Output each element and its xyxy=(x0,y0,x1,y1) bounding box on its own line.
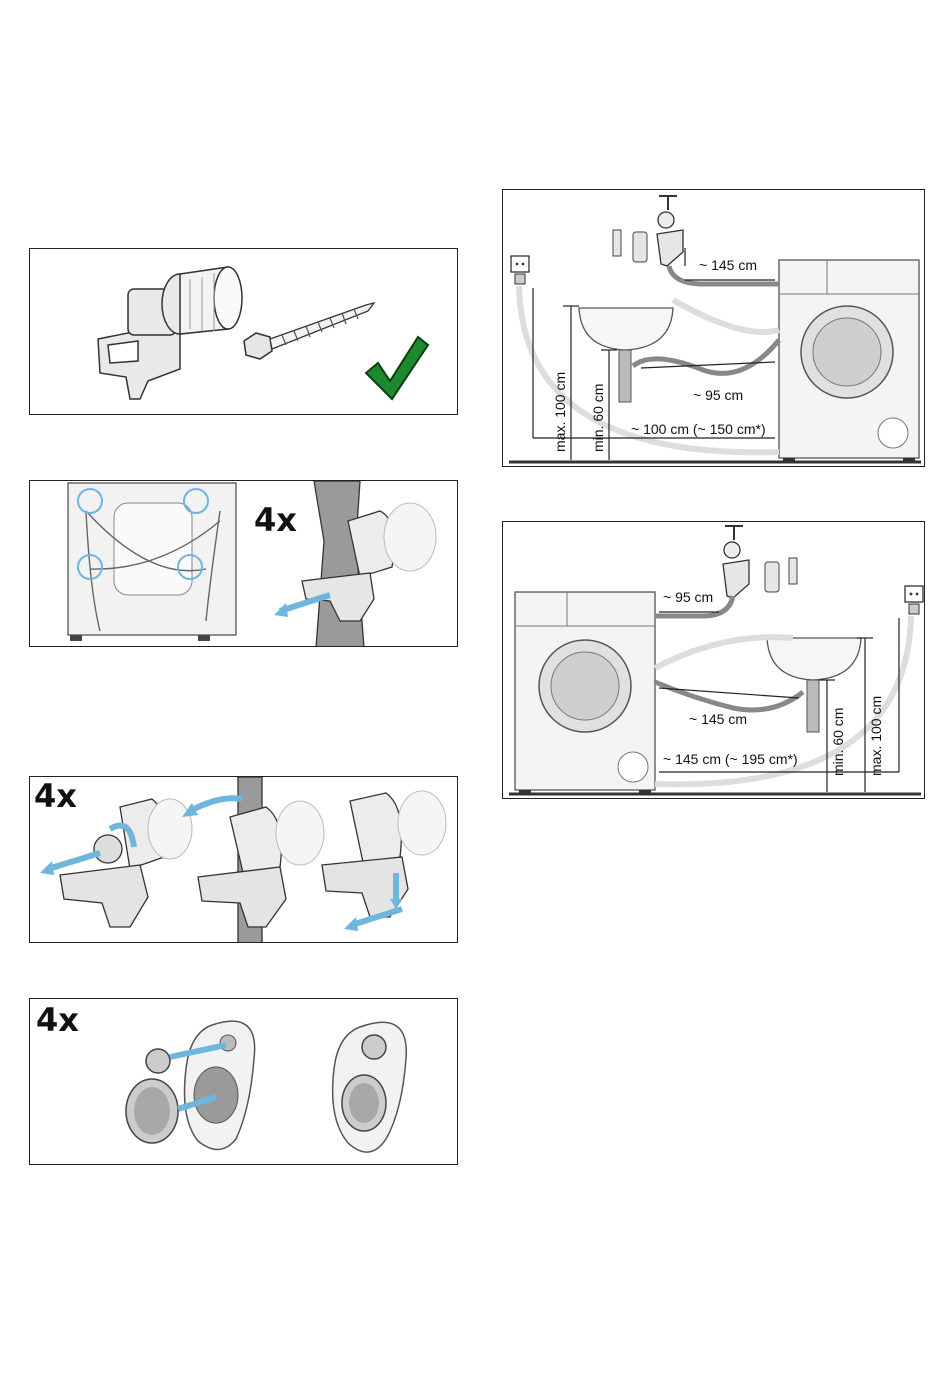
installation-diagram-left: ~ 95 cm ~ 145 cm ~ 145 cm (~ 195 cm*) mi… xyxy=(502,521,925,799)
water-tap-icon xyxy=(723,526,797,598)
assembled-cover-icon xyxy=(333,1022,407,1152)
clip-removal-illustration xyxy=(30,777,458,943)
power-socket-icon xyxy=(511,256,529,284)
quantity-label: 4x xyxy=(254,501,297,539)
panel-remove-clips: 4x xyxy=(29,776,458,943)
bolts-illustration xyxy=(30,481,458,647)
machine-back-icon xyxy=(68,483,236,641)
label-min-height: min. 60 cm xyxy=(590,384,606,452)
label-max-height: max. 100 cm xyxy=(552,372,568,452)
installation-diagram-1: ~ 145 cm ~ 95 cm ~ 100 cm (~ 150 cm*) ma… xyxy=(503,190,925,467)
cover-plate-icon xyxy=(185,1021,255,1149)
water-tap-icon xyxy=(613,196,683,266)
panel-cover-caps: 4x xyxy=(29,998,458,1165)
transport-clip-icon xyxy=(98,267,242,399)
label-max-height: max. 100 cm xyxy=(868,696,884,776)
screw-icon xyxy=(244,303,374,359)
power-socket-icon xyxy=(905,586,923,614)
washing-machine-icon xyxy=(515,592,655,794)
bolt-removal-icon xyxy=(274,481,436,647)
step-1-icon xyxy=(40,799,192,927)
check-mark-icon xyxy=(366,337,428,399)
label-cable: ~ 145 cm (~ 195 cm*) xyxy=(663,751,798,767)
panel-transport-bolts: 4x xyxy=(29,480,458,647)
label-hose-drain: ~ 145 cm xyxy=(689,711,747,727)
cover-caps-illustration xyxy=(30,999,458,1165)
label-hose-drain: ~ 95 cm xyxy=(693,387,743,403)
installation-diagram-right: ~ 145 cm ~ 95 cm ~ 100 cm (~ 150 cm*) ma… xyxy=(502,189,925,467)
label-min-height: min. 60 cm xyxy=(830,708,846,776)
label-hose-top: ~ 145 cm xyxy=(699,257,757,273)
step-3-icon xyxy=(322,791,446,931)
installation-diagram-2: ~ 95 cm ~ 145 cm ~ 145 cm (~ 195 cm*) mi… xyxy=(503,522,925,799)
parts-illustration xyxy=(30,249,458,415)
washing-machine-icon xyxy=(779,260,919,462)
label-hose-top: ~ 95 cm xyxy=(663,589,713,605)
quantity-label: 4x xyxy=(36,1001,79,1039)
sink-icon xyxy=(767,638,861,732)
label-cable: ~ 100 cm (~ 150 cm*) xyxy=(631,421,766,437)
panel-parts-check xyxy=(29,248,458,415)
step-2-icon xyxy=(182,777,324,943)
quantity-label: 4x xyxy=(34,777,77,815)
